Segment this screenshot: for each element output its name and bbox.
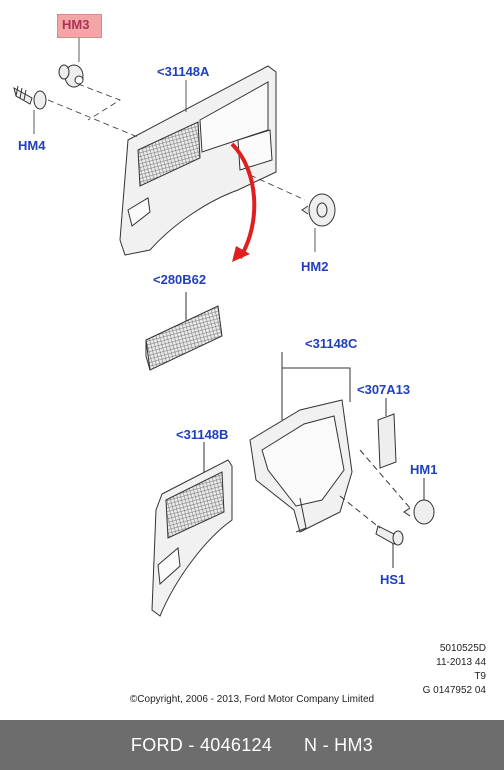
callout-hm3: HM3 [62,17,90,32]
upper-leader-lines [33,36,316,252]
meta-code-1: 5010525D [439,643,486,654]
footer-bar: FORD - 4046124 N - HM3 [0,720,504,770]
meta-code-4: G 0147952 04 [422,685,486,696]
callout-hm2: HM2 [301,259,329,274]
hm3-highlight-box [57,14,102,38]
install-arrow [230,142,257,260]
meta-code-2: 11-2013 44 [436,657,486,668]
callout-hm4: HM4 [18,138,46,153]
hm2-plug [301,193,336,227]
callout-hm1: HM1 [410,462,438,477]
lower-trim-panel [151,442,233,617]
meta-code-3: T9 [474,671,486,682]
callout-31148a: <31148A [157,64,210,79]
hs1-screw [339,495,404,568]
callout-280b62: <280B62 [153,272,207,287]
bracket-307a13 [377,398,397,469]
hm4-pushpin [13,85,47,110]
callout-307a13: <307A13 [357,382,411,397]
callout-31148c: <31148C [305,336,358,351]
callout-hs1: HS1 [380,572,406,587]
copyright-text: ©Copyright, 2006 - 2013, Ford Motor Comp… [129,694,375,705]
arrow-head [232,246,250,262]
hm3-clip [58,64,84,88]
grille-280b62 [145,292,223,371]
parts-diagram [13,36,435,617]
duct-31148c [249,352,353,533]
hm1-plug [359,449,435,525]
footer-part-text: FORD - 4046124 N - HM3 [130,734,374,755]
upper-trim-panel [119,65,277,256]
callout-31148b: <31148B [176,427,229,442]
